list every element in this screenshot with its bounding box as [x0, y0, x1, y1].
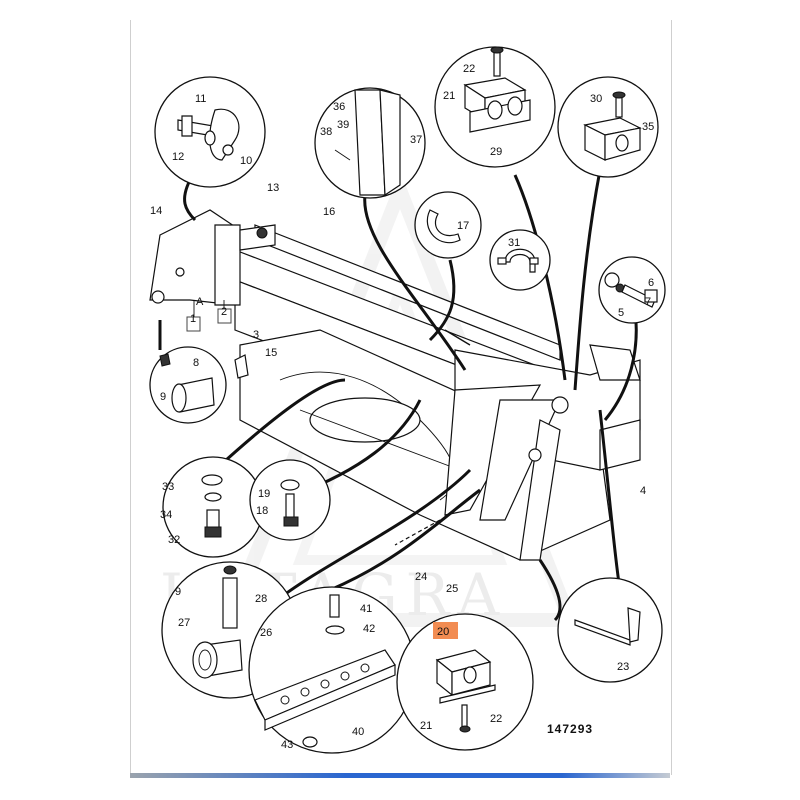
- callout-29: 29: [490, 146, 502, 158]
- callout-36: 36: [333, 101, 345, 113]
- pivot-pin: [551, 396, 569, 414]
- nut-13: [256, 227, 268, 239]
- callout-15: 15: [265, 347, 277, 359]
- callout-13: 13: [267, 182, 279, 194]
- callout-43: 43: [281, 739, 293, 751]
- callout-8: 8: [193, 357, 199, 369]
- callout-9-bottom: 9: [175, 586, 181, 598]
- chassis-edge: [299, 409, 461, 471]
- callout-39: 39: [337, 119, 349, 131]
- clamp-13: [239, 224, 276, 251]
- callout-12: 12: [172, 151, 184, 163]
- callout-labels: 1 2 3 4 5 6 7 8 9 9 10 11 12 13 14 15 16…: [150, 63, 654, 751]
- callout-26: 26: [260, 627, 272, 639]
- callout-19: 19: [258, 488, 270, 500]
- callout-38: 38: [320, 126, 332, 138]
- callout-5: 5: [618, 307, 624, 319]
- chassis-opening: [309, 397, 421, 443]
- callout-14: 14: [150, 205, 162, 217]
- callout-31: 31: [508, 237, 520, 249]
- callout-21-bottom: 21: [420, 720, 432, 732]
- callout-23: 23: [617, 661, 629, 673]
- callout-34: 34: [160, 509, 172, 521]
- callout-37: 37: [410, 134, 422, 146]
- callout-9: 9: [160, 391, 166, 403]
- detail-circle-stud: [162, 456, 264, 558]
- detail-circle-clip: [414, 191, 482, 259]
- drawing-number: 147293: [547, 722, 593, 736]
- callout-10: 10: [240, 155, 252, 167]
- callout-30: 30: [590, 93, 602, 105]
- callout-6: 6: [648, 277, 654, 289]
- callout-32: 32: [168, 534, 180, 546]
- callout-24: 24: [415, 571, 427, 583]
- front-pin: [151, 290, 165, 304]
- pivot-pin-lower: [528, 448, 542, 462]
- detail-circle-clamp-top: [434, 46, 556, 168]
- callout-11: 11: [195, 93, 206, 105]
- callout-18: 18: [256, 505, 268, 517]
- chassis-plate: [239, 329, 611, 561]
- plate-tab: [234, 354, 249, 379]
- detail-circle-pin: [557, 577, 663, 683]
- detail-circle-strap: [489, 229, 551, 291]
- detail-circle-block: [557, 76, 659, 178]
- rear-bracket: [589, 344, 641, 381]
- callout-22: 22: [463, 63, 475, 75]
- callout-40: 40: [352, 726, 364, 738]
- detail-circle-bracket: [154, 76, 266, 188]
- highlight-box-20: [433, 622, 458, 639]
- callout-27: 27: [178, 617, 190, 629]
- callout-A: A: [196, 296, 204, 308]
- callout-33: 33: [162, 481, 174, 493]
- callout-20-highlighted: 20: [437, 626, 449, 638]
- detail-circle-strip: [248, 586, 416, 754]
- detail-circle-bush: [149, 346, 227, 424]
- callout-1: 1: [190, 313, 196, 325]
- callout-35: 35: [642, 121, 654, 133]
- callout-28: 28: [255, 593, 267, 605]
- callout-16: 16: [323, 206, 335, 218]
- window-bottom-strip: [130, 773, 670, 778]
- callout-17: 17: [457, 220, 469, 232]
- callout-25: 25: [446, 583, 458, 595]
- callout-22-bottom: 22: [490, 713, 502, 725]
- front-plate-2: [214, 224, 241, 306]
- detail-circle-screw: [249, 459, 331, 541]
- callout-4: 4: [640, 485, 646, 497]
- callout-41: 41: [360, 603, 372, 615]
- callout-21: 21: [443, 90, 455, 102]
- front-bolt: [175, 267, 185, 277]
- main-frame-assembly: [149, 209, 641, 561]
- detail-circle-bolt: [598, 256, 666, 324]
- callout-2: 2: [221, 306, 227, 318]
- detail-circle-clamp-bottom: [396, 613, 534, 751]
- rear-plate-4: [599, 419, 641, 471]
- callout-3: 3: [253, 329, 259, 341]
- detail-circle-channel: [314, 87, 426, 199]
- callout-7: 7: [645, 296, 651, 308]
- callout-42: 42: [363, 623, 375, 635]
